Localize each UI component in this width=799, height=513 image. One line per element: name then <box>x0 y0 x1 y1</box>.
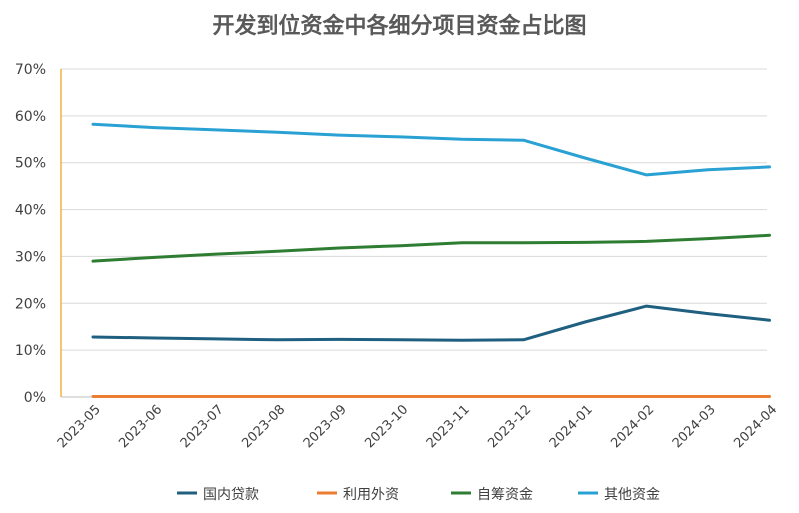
y-tick-label: 10% <box>15 343 46 359</box>
legend-label: 国内贷款 <box>203 487 259 503</box>
y-tick-label: 0% <box>24 390 46 406</box>
x-tick-label: 2023-06 <box>116 402 165 451</box>
y-tick-label: 40% <box>15 203 46 219</box>
x-tick-label: 2024-02 <box>608 402 657 451</box>
y-tick-label: 60% <box>15 109 46 125</box>
y-tick-label: 70% <box>15 62 46 78</box>
chart-title: 开发到位资金中各细分项目资金占比图 <box>212 14 587 39</box>
series-lines <box>91 122 771 398</box>
series-line <box>91 233 771 263</box>
x-tick-label: 2024-01 <box>547 402 596 451</box>
x-tick-label: 2023-07 <box>178 402 227 451</box>
legend-label: 自筹资金 <box>477 486 533 503</box>
y-tick-label: 20% <box>15 296 46 312</box>
legend-label: 利用外资 <box>343 487 399 503</box>
x-tick-label: 2023-09 <box>301 402 350 451</box>
y-axis: 0% 10% 20% 30% 40% 50% 60% 70% <box>15 62 62 406</box>
x-tick-label: 2023-12 <box>485 402 534 451</box>
series-line <box>91 122 771 177</box>
x-tick-label: 2023-05 <box>55 402 104 451</box>
y-tick-label: 50% <box>15 156 46 172</box>
legend-label: 其他资金 <box>604 487 660 503</box>
x-tick-label: 2023-11 <box>424 402 473 451</box>
series-line <box>91 304 771 342</box>
legend: 国内贷款 利用外资 自筹资金 其他资金 <box>177 486 660 503</box>
y-tick-label: 30% <box>15 249 46 265</box>
x-tick-label: 2024-04 <box>731 402 780 451</box>
x-tick-label: 2024-03 <box>670 402 719 451</box>
x-tick-label: 2023-10 <box>362 402 411 451</box>
x-tick-label: 2023-08 <box>239 402 288 451</box>
